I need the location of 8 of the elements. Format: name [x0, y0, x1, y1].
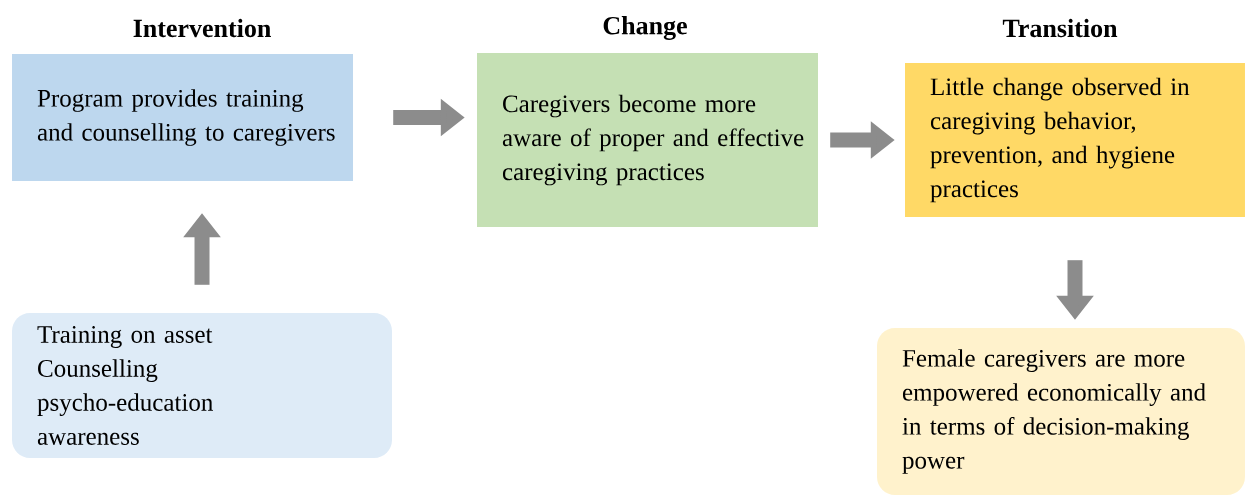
process-box: Program provides training and counselling to caregivers	[12, 54, 353, 181]
column-heading: Intervention	[133, 18, 271, 38]
column-heading: Change	[603, 16, 687, 40]
column-heading: Transition	[1002, 18, 1118, 38]
rounded-box: Training on asset Counselling psycho-education awareness	[12, 313, 392, 458]
process-box: Little change observed in caregiving behavior, prevention, and hygiene practices	[905, 63, 1245, 217]
rounded-box: Female caregivers are more empowered economically and in terms of decision-making power	[877, 328, 1245, 495]
process-box: Caregivers become more aware of proper and effective caregiving practices	[477, 53, 818, 227]
